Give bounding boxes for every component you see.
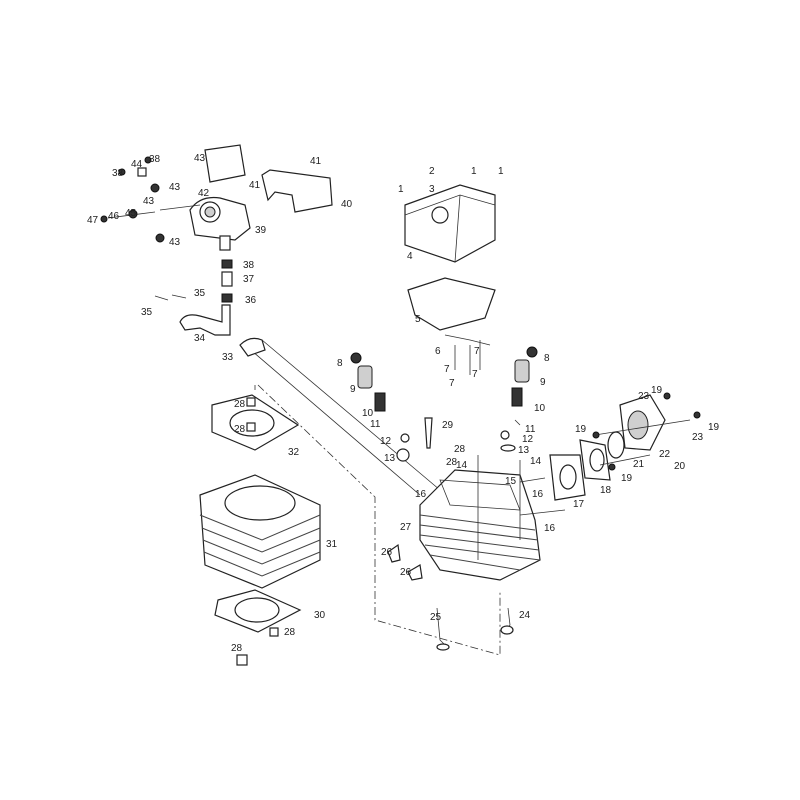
callout-4: 4 (407, 251, 413, 262)
cylinder-block (199, 394, 321, 666)
callout-35: 35 (141, 307, 153, 318)
throttle-assembly (100, 144, 333, 357)
callout-41: 41 (310, 156, 322, 167)
callout-28: 28 (231, 643, 243, 654)
callout-11: 11 (370, 419, 381, 430)
callout-14: 14 (530, 456, 542, 467)
callout-8: 8 (544, 353, 550, 364)
intake-parts (519, 392, 701, 516)
callout-27: 27 (400, 522, 412, 533)
callout-13: 13 (384, 453, 396, 464)
callout-47: 47 (87, 215, 99, 226)
callout-44: 44 (131, 159, 143, 170)
callout-43: 43 (169, 237, 181, 248)
callout-1: 1 (471, 166, 477, 177)
cylinder-head (387, 455, 541, 651)
callout-10: 10 (534, 403, 546, 414)
callout-17: 17 (573, 499, 585, 510)
callout-3: 3 (429, 184, 435, 195)
part-29-spark-plug (424, 417, 433, 449)
callout-1: 1 (498, 166, 504, 177)
callout-19: 19 (575, 424, 587, 435)
callout-26: 26 (381, 547, 393, 558)
callout-21: 21 (633, 459, 645, 470)
callout-28: 28 (446, 457, 458, 468)
callout-30: 30 (314, 610, 326, 621)
callout-7: 7 (444, 364, 450, 375)
callout-9: 9 (540, 377, 546, 388)
callout-41: 41 (249, 180, 261, 191)
callout-28: 28 (284, 627, 296, 638)
callout-26: 26 (400, 567, 412, 578)
part-34-manifold (179, 304, 231, 336)
callout-2: 2 (429, 166, 435, 177)
callout-23: 23 (638, 391, 650, 402)
callout-19: 19 (621, 473, 633, 484)
valve-parts (350, 346, 538, 462)
callout-28: 28 (234, 399, 246, 410)
callout-43: 43 (143, 196, 155, 207)
callout-24: 24 (519, 610, 531, 621)
callout-19: 19 (651, 385, 663, 396)
part-39-body (189, 196, 251, 241)
callout-16: 16 (415, 489, 427, 500)
callout-7: 7 (472, 369, 478, 380)
callout-38: 38 (149, 154, 161, 165)
callout-5: 5 (415, 314, 421, 325)
callout-8: 8 (337, 358, 343, 369)
callout-31: 31 (326, 539, 338, 550)
callout-38: 38 (243, 260, 255, 271)
callout-23: 23 (692, 432, 704, 443)
callout-42: 42 (198, 188, 210, 199)
callout-20: 20 (674, 461, 686, 472)
callout-29: 29 (442, 420, 454, 431)
callout-43: 43 (169, 182, 181, 193)
callout-15: 15 (505, 476, 517, 487)
callout-38: 38 (112, 168, 124, 179)
part-42-housing (204, 144, 246, 183)
callout-19: 19 (708, 422, 720, 433)
assembly-guide-lines (244, 339, 501, 656)
callout-40: 40 (341, 199, 353, 210)
callout-14: 14 (456, 460, 468, 471)
part-33-insulator (239, 337, 266, 357)
callout-43: 43 (194, 153, 206, 164)
callout-46: 46 (108, 211, 120, 222)
part-5-gasket (407, 277, 496, 331)
callout-36: 36 (245, 295, 257, 306)
callout-12: 12 (522, 434, 534, 445)
callout-7: 7 (474, 346, 480, 357)
callout-16: 16 (544, 523, 556, 534)
callout-45: 45 (125, 208, 137, 219)
callout-9: 9 (350, 384, 356, 395)
callout-28: 28 (454, 444, 466, 455)
callout-1: 1 (398, 184, 404, 195)
callout-34: 34 (194, 333, 206, 344)
callout-7: 7 (449, 378, 455, 389)
part-40-bracket (261, 169, 333, 213)
callout-18: 18 (600, 485, 612, 496)
callout-13: 13 (518, 445, 530, 456)
callout-16: 16 (532, 489, 544, 500)
callout-32: 32 (288, 447, 300, 458)
callout-37: 37 (243, 274, 255, 285)
callout-25: 25 (430, 612, 442, 623)
callout-33: 33 (222, 352, 234, 363)
valve-cover (404, 184, 496, 375)
callout-11: 11 (525, 424, 536, 435)
callout-22: 22 (659, 449, 671, 460)
callout-labels: 1 1 1 2 3 4 5 6 7 7 7 7 8 8 9 9 10 10 11… (87, 153, 720, 654)
callout-35: 35 (194, 288, 206, 299)
callout-28: 28 (234, 424, 246, 435)
callout-6: 6 (435, 346, 441, 357)
callout-12: 12 (380, 436, 392, 447)
callout-10: 10 (362, 408, 374, 419)
callout-39: 39 (255, 225, 267, 236)
